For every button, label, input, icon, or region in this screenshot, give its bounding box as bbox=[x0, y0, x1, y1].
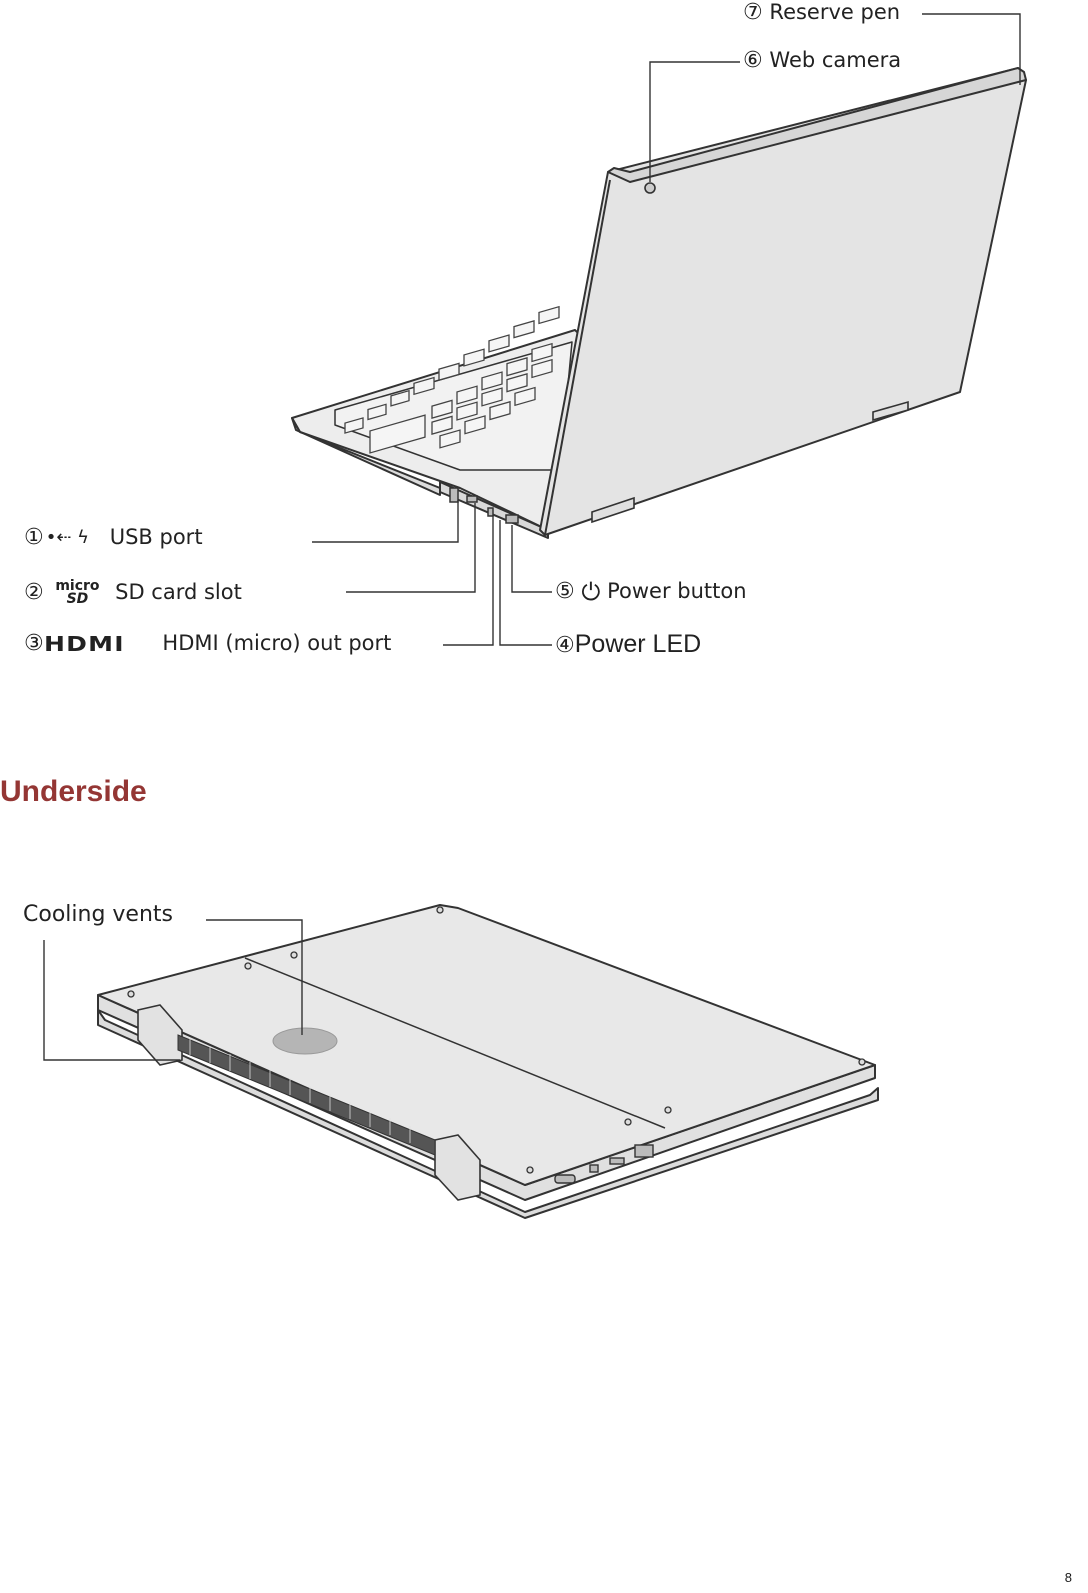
callout-text: Reserve pen bbox=[769, 0, 901, 24]
laptop-underside-illustration bbox=[0, 860, 1088, 1240]
callout-text: SD card slot bbox=[115, 580, 242, 604]
usb-charge-icon: •⇠ ϟ bbox=[45, 527, 90, 548]
power-icon: ⏻ bbox=[581, 578, 601, 606]
page-number: 8 bbox=[1064, 1570, 1072, 1585]
callout-text: HDMI (micro) out port bbox=[162, 631, 392, 655]
callout-number: ⑤ bbox=[555, 579, 575, 604]
laptop-rear-drawing bbox=[291, 13, 1027, 646]
callout-text: Cooling vents bbox=[23, 902, 173, 927]
laptop-rear-illustration bbox=[0, 0, 1088, 700]
callout-text: Power button bbox=[607, 579, 747, 603]
callout-number: ④ bbox=[555, 632, 575, 657]
laptop-underside-drawing bbox=[43, 904, 879, 1219]
hdmi-logo-icon: HDMI bbox=[43, 632, 125, 656]
callout-power-led: ④Power LED bbox=[555, 632, 701, 657]
microsd-logo-top: micro bbox=[55, 578, 100, 594]
callout-reserve-pen: ⑦ Reserve pen bbox=[743, 2, 900, 24]
callout-text: Web camera bbox=[769, 48, 902, 72]
webcam-dot bbox=[644, 182, 656, 194]
speaker-grille bbox=[272, 1027, 338, 1055]
callout-text: USB port bbox=[109, 525, 203, 549]
callout-cooling-vents: Cooling vents bbox=[23, 904, 173, 926]
callout-usb-port: ①•⇠ ϟ USB port bbox=[24, 527, 203, 549]
microsd-logo-bottom: SD bbox=[66, 591, 89, 607]
section-heading-underside: Underside bbox=[0, 775, 147, 808]
callout-number: ② bbox=[24, 580, 44, 605]
callout-number: ③ bbox=[24, 631, 44, 656]
callout-number: ⑦ bbox=[743, 0, 763, 25]
callout-number: ⑥ bbox=[743, 48, 763, 73]
callout-power-button: ⑤ ⏻ Power button bbox=[555, 580, 747, 604]
callout-text: Power LED bbox=[574, 630, 702, 658]
callout-hdmi-port: ③HDMI HDMI (micro) out port bbox=[24, 633, 391, 655]
callout-web-camera: ⑥ Web camera bbox=[743, 50, 901, 72]
callout-number: ① bbox=[24, 525, 44, 550]
